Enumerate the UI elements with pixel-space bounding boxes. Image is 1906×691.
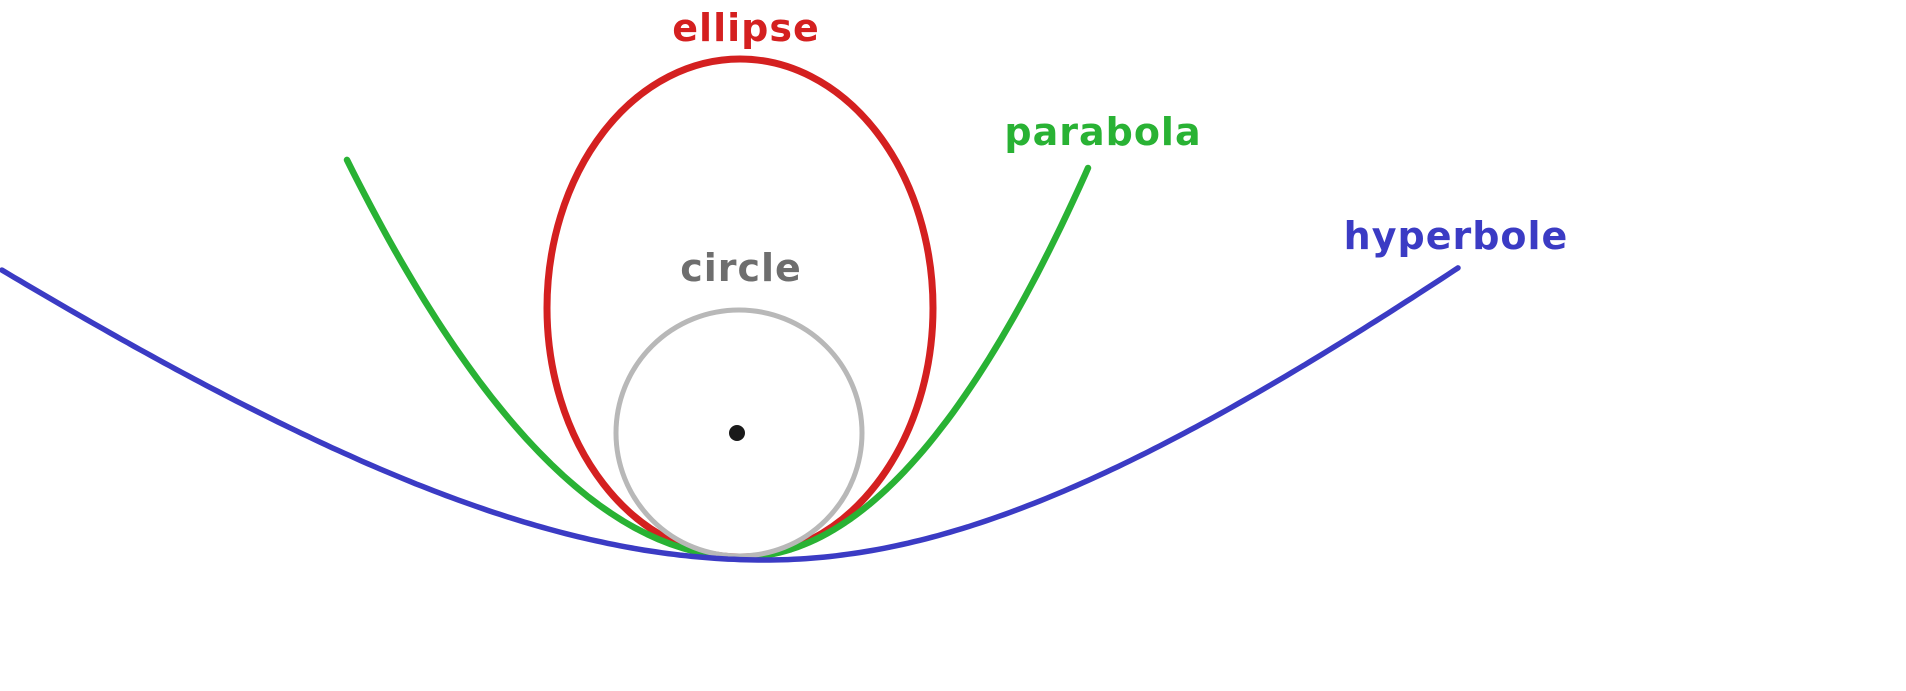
circle-label: circle (680, 246, 802, 290)
circle-curve (613, 307, 865, 559)
hyperbole-label: hyperbole (1343, 214, 1569, 258)
focus-dot (729, 425, 745, 441)
hyperbola-curve (0, 265, 1461, 563)
ellipse-label: ellipse (672, 6, 820, 50)
parabola-label: parabola (1004, 110, 1202, 154)
